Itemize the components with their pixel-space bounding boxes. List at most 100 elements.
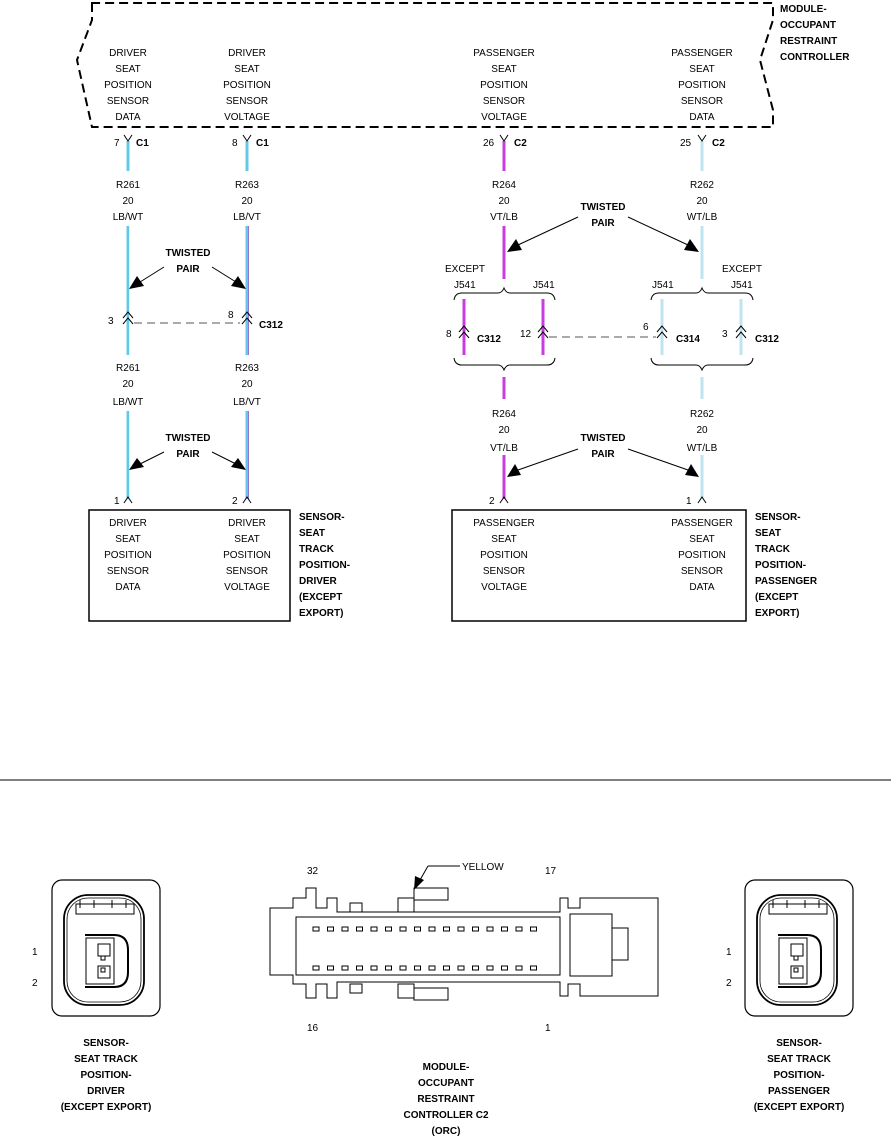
- connector-cavity: [327, 965, 334, 971]
- svg-text:2: 2: [232, 496, 238, 507]
- connector-view-driver-title: SENSOR- SEAT TRACK POSITION- DRIVER (EXC…: [61, 1038, 152, 1113]
- svg-text:SEAT: SEAT: [689, 534, 714, 545]
- svg-text:OCCUPANT: OCCUPANT: [418, 1078, 474, 1089]
- connector-cavity: [327, 926, 334, 932]
- filled-triangle-arrow-icon: [507, 464, 521, 477]
- module-title: MODULE- OCCUPANT RESTRAINT CONTROLLER: [780, 4, 850, 63]
- svg-text:SENSOR-: SENSOR-: [776, 1038, 822, 1049]
- svg-text:DATA: DATA: [115, 112, 141, 123]
- svg-text:CONTROLLER C2: CONTROLLER C2: [404, 1110, 489, 1121]
- module-pin-name-driver-voltage: DRIVER SEAT POSITION SENSOR VOLTAGE: [223, 48, 271, 123]
- svg-text:SENSOR: SENSOR: [226, 96, 268, 107]
- svg-text:C312: C312: [259, 320, 283, 331]
- svg-text:POSITION: POSITION: [678, 550, 726, 561]
- svg-text:TRACK: TRACK: [299, 544, 335, 555]
- svg-text:SEAT: SEAT: [234, 64, 259, 75]
- svg-text:3: 3: [108, 316, 114, 327]
- connector-cavity: [472, 926, 479, 932]
- pin-label: 17: [545, 866, 557, 877]
- svg-text:SENSOR-: SENSOR-: [83, 1038, 129, 1049]
- svg-text:TRACK: TRACK: [755, 544, 791, 555]
- svg-text:SENSOR-: SENSOR-: [299, 512, 345, 523]
- svg-text:SEAT: SEAT: [491, 534, 516, 545]
- filled-triangle-arrow-icon: [129, 458, 144, 470]
- svg-text:8: 8: [446, 329, 452, 340]
- svg-text:PAIR: PAIR: [176, 264, 200, 275]
- svg-text:MODULE-: MODULE-: [780, 4, 827, 15]
- svg-text:2: 2: [489, 496, 495, 507]
- connector-cavity: [385, 965, 392, 971]
- svg-text:POSITION: POSITION: [678, 80, 726, 91]
- svg-text:SEAT: SEAT: [115, 64, 140, 75]
- connector-cavity: [443, 965, 450, 971]
- svg-text:OCCUPANT: OCCUPANT: [780, 20, 836, 31]
- svg-text:VOLTAGE: VOLTAGE: [224, 112, 270, 123]
- svg-text:WT/LB: WT/LB: [687, 443, 718, 454]
- svg-text:1: 1: [686, 496, 692, 507]
- svg-text:POSITION: POSITION: [480, 550, 528, 561]
- svg-text:8: 8: [228, 310, 234, 321]
- svg-text:R264: R264: [492, 409, 516, 420]
- svg-text:DRIVER: DRIVER: [109, 48, 147, 59]
- svg-text:PASSENGER: PASSENGER: [671, 48, 733, 59]
- sensor-passenger-title: SENSOR- SEAT TRACK POSITION- PASSENGER (…: [755, 512, 818, 619]
- svg-text:12: 12: [520, 329, 532, 340]
- svg-text:POSITION: POSITION: [480, 80, 528, 91]
- svg-text:POSITION-: POSITION-: [299, 560, 350, 571]
- svg-text:DRIVER: DRIVER: [299, 576, 338, 587]
- svg-text:J541: J541: [652, 280, 674, 291]
- connector-cavity: [312, 926, 320, 932]
- svg-text:SEAT TRACK: SEAT TRACK: [74, 1054, 138, 1065]
- svg-text:EXPORT): EXPORT): [755, 608, 799, 619]
- filled-triangle-arrow-icon: [685, 464, 699, 477]
- connector-cavity: [486, 926, 494, 932]
- svg-text:20: 20: [696, 196, 708, 207]
- connector-cavity: [457, 926, 465, 932]
- svg-text:PASSENGER: PASSENGER: [473, 518, 535, 529]
- svg-text:TWISTED: TWISTED: [581, 202, 626, 213]
- svg-text:SEAT: SEAT: [299, 528, 325, 539]
- svg-text:20: 20: [498, 425, 510, 436]
- wire-r263: [245, 141, 249, 499]
- svg-text:J541: J541: [454, 280, 476, 291]
- svg-text:VT/LB: VT/LB: [490, 443, 518, 454]
- connector-cavity: [515, 965, 523, 971]
- connector-cavity: [414, 965, 421, 971]
- svg-text:C314: C314: [676, 334, 700, 345]
- svg-text:20: 20: [498, 196, 510, 207]
- option-group-passenger-voltage: EXCEPT J541 J541 8 C312 12: [445, 264, 556, 372]
- connector-cavity: [356, 926, 363, 932]
- svg-text:C2: C2: [514, 138, 527, 149]
- svg-text:POSITION: POSITION: [223, 80, 271, 91]
- svg-text:J541: J541: [731, 280, 753, 291]
- wire-labels-lower: R261 20 LB/WT R263 20 LB/VT R264 20 VT/L…: [113, 363, 718, 454]
- svg-text:R261: R261: [116, 180, 140, 191]
- svg-text:MODULE-: MODULE-: [423, 1062, 470, 1073]
- twisted-pair-passenger-upper: TWISTED PAIR: [507, 202, 699, 252]
- svg-text:R263: R263: [235, 180, 259, 191]
- filled-triangle-arrow-icon: [231, 276, 246, 289]
- svg-text:R261: R261: [116, 363, 140, 374]
- svg-text:SENSOR: SENSOR: [681, 96, 723, 107]
- svg-text:PAIR: PAIR: [591, 449, 615, 460]
- connector-cavity: [501, 965, 508, 971]
- svg-text:(EXCEPT EXPORT): (EXCEPT EXPORT): [754, 1102, 845, 1113]
- module-pin-name-driver-data: DRIVER SEAT POSITION SENSOR DATA: [104, 48, 152, 123]
- svg-text:SEAT: SEAT: [755, 528, 781, 539]
- twisted-pair-passenger-lower: TWISTED PAIR: [507, 433, 699, 477]
- connector-cavity: [486, 965, 494, 971]
- svg-text:EXPORT): EXPORT): [299, 608, 343, 619]
- svg-text:POSITION: POSITION: [223, 550, 271, 561]
- connector-cavity: [530, 926, 537, 932]
- svg-text:3: 3: [722, 329, 728, 340]
- svg-text:1: 1: [114, 496, 120, 507]
- svg-text:VOLTAGE: VOLTAGE: [481, 582, 527, 593]
- svg-text:VOLTAGE: VOLTAGE: [481, 112, 527, 123]
- connector-cavity: [428, 926, 436, 932]
- svg-text:RESTRAINT: RESTRAINT: [780, 36, 837, 47]
- svg-text:PASSENGER: PASSENGER: [768, 1086, 831, 1097]
- svg-text:DATA: DATA: [689, 582, 715, 593]
- svg-text:SENSOR: SENSOR: [226, 566, 268, 577]
- pin-label: 2: [32, 978, 38, 989]
- wire-r262: [660, 141, 743, 499]
